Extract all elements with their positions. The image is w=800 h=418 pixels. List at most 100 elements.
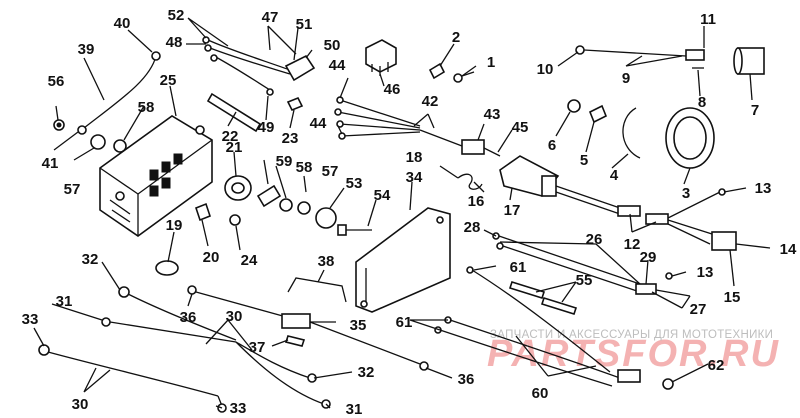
part-57-washer-left bbox=[90, 134, 106, 150]
watermark-logo: PARTSFOR.RU bbox=[487, 333, 780, 375]
part-3-gauge bbox=[665, 107, 715, 169]
watermark-caption: ЗАПЧАСТИ И АКСЕССУАРЫ ДЛЯ МОТОТЕХНИКИ bbox=[490, 329, 773, 341]
callout-23: 23 bbox=[282, 130, 299, 147]
callout-29: 29 bbox=[640, 249, 657, 266]
callout-8: 8 bbox=[698, 94, 706, 111]
callout-42: 42 bbox=[422, 93, 439, 110]
callout-49: 49 bbox=[258, 119, 275, 136]
part-24-screw bbox=[229, 214, 241, 226]
callout-20: 20 bbox=[203, 249, 220, 266]
part-19-clamp bbox=[155, 260, 179, 276]
callout-40: 40 bbox=[114, 15, 131, 32]
callout-54: 54 bbox=[374, 187, 391, 204]
callout-57-left: 57 bbox=[64, 181, 81, 198]
part-12-sleeve-b bbox=[645, 213, 669, 225]
callout-14: 14 bbox=[780, 241, 797, 258]
part-20-bracket bbox=[195, 202, 211, 222]
part-39-ground-strap bbox=[77, 51, 161, 135]
part-12-sleeve-a bbox=[617, 205, 641, 217]
callout-30-lower: 30 bbox=[72, 396, 89, 413]
part-12-harness bbox=[555, 185, 737, 280]
callout-6: 6 bbox=[548, 137, 556, 154]
callout-56: 56 bbox=[48, 73, 65, 90]
part-30-harness bbox=[38, 285, 429, 413]
part-7-socket bbox=[733, 47, 765, 75]
callout-17: 17 bbox=[504, 202, 521, 219]
part-4-bracket bbox=[622, 107, 641, 159]
callout-36-left: 36 bbox=[180, 309, 197, 326]
callout-28: 28 bbox=[464, 219, 481, 236]
callout-36-right: 36 bbox=[458, 371, 475, 388]
part-5-bulb bbox=[588, 104, 608, 124]
callout-50: 50 bbox=[324, 37, 341, 54]
callout-55: 55 bbox=[576, 272, 593, 289]
callout-2: 2 bbox=[452, 29, 460, 46]
part-51-connector bbox=[284, 54, 316, 82]
part-13-terminal bbox=[665, 272, 673, 280]
callout-19: 19 bbox=[166, 217, 183, 234]
callout-44-upper: 44 bbox=[329, 57, 346, 74]
callout-3: 3 bbox=[682, 185, 690, 202]
leader-lines bbox=[33, 17, 771, 409]
callout-53: 53 bbox=[346, 175, 363, 192]
callout-46: 46 bbox=[384, 81, 401, 98]
callout-labels: 1 2 3 4 5 6 7 8 9 10 11 12 13 13 14 15 1… bbox=[22, 7, 797, 418]
callout-18: 18 bbox=[406, 149, 423, 166]
part-53-washer bbox=[297, 201, 311, 215]
callout-52: 52 bbox=[168, 7, 185, 24]
part-2-clip bbox=[428, 62, 446, 80]
part-34-cover bbox=[355, 207, 451, 313]
callout-32-left: 32 bbox=[82, 251, 99, 268]
callout-32-right: 32 bbox=[358, 364, 375, 381]
callout-27: 27 bbox=[690, 301, 707, 318]
callout-5: 5 bbox=[580, 152, 588, 169]
part-23-terminal bbox=[286, 96, 304, 112]
callout-51: 51 bbox=[296, 16, 313, 33]
part-54-bolt bbox=[337, 224, 372, 236]
callout-9: 9 bbox=[622, 70, 630, 87]
part-38-clip bbox=[287, 277, 347, 303]
callout-38: 38 bbox=[318, 253, 335, 270]
callout-21: 21 bbox=[226, 139, 243, 156]
part-60-connector bbox=[617, 369, 641, 383]
watermark: PARTSFOR.RU ЗАПЧАСТИ И АКСЕССУАРЫ ДЛЯ МО… bbox=[487, 329, 780, 375]
part-18-clip bbox=[457, 173, 483, 190]
callout-31-left: 31 bbox=[56, 293, 73, 310]
callout-10: 10 bbox=[537, 61, 554, 78]
callout-60: 60 bbox=[532, 385, 549, 402]
callout-15: 15 bbox=[724, 289, 741, 306]
callout-37: 37 bbox=[249, 339, 266, 356]
part-55-sleeve-b bbox=[540, 297, 578, 315]
callout-22: 22 bbox=[222, 128, 239, 145]
callout-33-right: 33 bbox=[230, 400, 247, 417]
part-drawings bbox=[38, 36, 765, 413]
part-62-terminal bbox=[662, 378, 674, 390]
callout-48: 48 bbox=[166, 34, 183, 51]
callout-61-right: 61 bbox=[510, 259, 527, 276]
callout-1: 1 bbox=[487, 54, 495, 71]
part-6-nut bbox=[567, 99, 581, 113]
callout-25: 25 bbox=[160, 72, 177, 89]
callout-31-right: 31 bbox=[346, 401, 363, 418]
callout-13-upper: 13 bbox=[755, 180, 772, 197]
callout-24: 24 bbox=[241, 252, 258, 269]
part-14-plug bbox=[711, 231, 737, 251]
callout-43: 43 bbox=[484, 106, 501, 123]
part-57-washer-right bbox=[315, 207, 337, 229]
part-55-sleeve-a bbox=[508, 281, 546, 299]
callout-11: 11 bbox=[700, 11, 716, 28]
callout-44-lower: 44 bbox=[310, 115, 327, 132]
part-58-nut-right bbox=[279, 198, 293, 212]
part-47-upper-harness bbox=[202, 36, 316, 96]
callout-16: 16 bbox=[468, 193, 485, 210]
part-22-sleeve bbox=[206, 92, 262, 133]
callout-33-left: 33 bbox=[22, 311, 39, 328]
callout-4: 4 bbox=[610, 167, 619, 184]
part-37-sleeve bbox=[284, 335, 306, 347]
callout-34: 34 bbox=[406, 169, 423, 186]
callout-30-upper: 30 bbox=[226, 308, 243, 325]
part-46-relay bbox=[365, 39, 397, 76]
callout-13-lower: 13 bbox=[697, 264, 714, 281]
part-25-control-box bbox=[99, 115, 213, 237]
